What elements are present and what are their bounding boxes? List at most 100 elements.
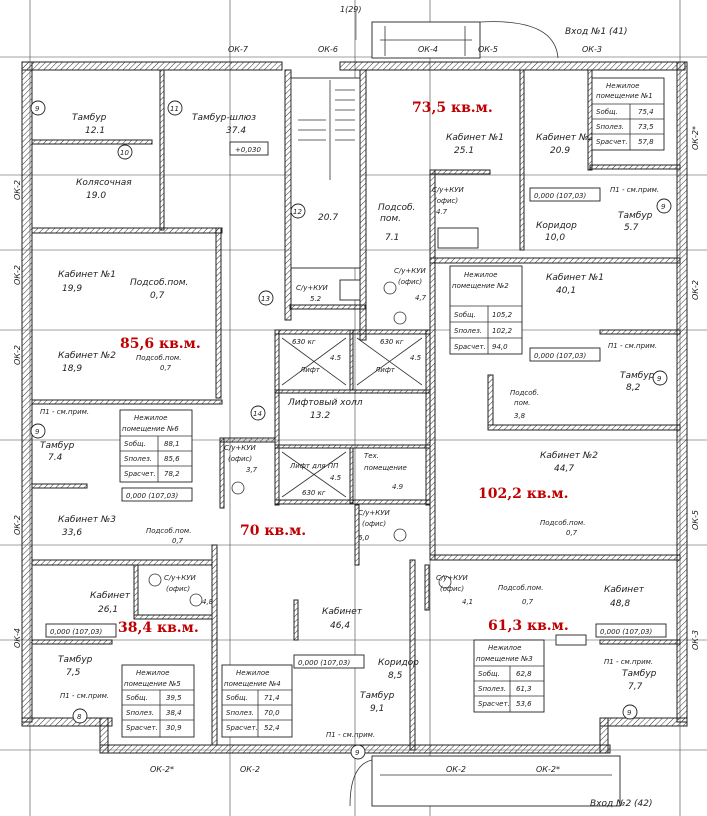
axis-label-right-ok2: ОК-2 <box>691 280 700 300</box>
premise-5-r2-v: 30,9 <box>166 724 182 732</box>
room-tambur-tr: Тамбур <box>618 211 653 221</box>
premise-4-title1: Нежилое <box>236 669 270 677</box>
room-kab1-right: Кабинет №1 <box>546 273 604 283</box>
room-podsob-right: Подсоб. <box>510 389 539 397</box>
room-kab2-left: Кабинет №2 <box>58 351 116 361</box>
room-podsob-br-area: 0,7 <box>522 598 534 606</box>
marker-13: 13 <box>261 295 270 303</box>
premise-1-r0-v: 75,4 <box>638 108 654 116</box>
premise-1-r2-v: 57,8 <box>638 138 654 146</box>
overlay-area-38-4: 38,4 кв.м. <box>118 620 199 636</box>
room-kab-br: Кабинет <box>604 585 645 595</box>
room-sukui-left-2: (офис) <box>228 455 252 463</box>
level-5: 0,000 (107,03) <box>298 659 350 667</box>
room-tambur-right-area: 8,2 <box>626 383 641 393</box>
premise-6-title2: помещение №6 <box>122 425 179 433</box>
entrance-bottom-label: Вход №2 (42) <box>590 799 653 809</box>
premise-4-r1-k: Sполез. <box>226 709 254 717</box>
premise-4-r0-v: 71,4 <box>264 694 280 702</box>
room-kab1-top: Кабинет №1 <box>446 133 504 143</box>
room-sukui-top-2: (офис) <box>434 197 458 205</box>
room-sukui-bl: С/у+КУИ <box>164 574 196 582</box>
room-podsob-left-area: 0,7 <box>150 291 165 301</box>
room-sukui-mid-area: 5.2 <box>310 295 322 303</box>
room-lift-hall-area: 13.2 <box>310 411 330 421</box>
premise-3-r0-v: 62,8 <box>516 670 532 678</box>
room-kab1-left: Кабинет №1 <box>58 270 116 280</box>
room-podsob-left2: Подсоб.пом. <box>136 354 181 362</box>
room-sukui-mid2-area: 4,7 <box>415 294 427 302</box>
premise-5-r2-k: Sрасчет. <box>126 724 158 732</box>
room-tech-area: 4.9 <box>392 483 404 491</box>
room-kab-bc: Кабинет <box>322 607 363 617</box>
premise-5-r0-v: 39,5 <box>166 694 182 702</box>
lift2-kg: 630 кг <box>380 338 404 346</box>
lift1-label: Лифт <box>299 366 321 374</box>
room-tambur-tl-area: 12.1 <box>85 126 105 136</box>
room-lift-pp: Лифт для ПП <box>289 462 339 470</box>
premise-6-r2-k: Sрасчет. <box>124 470 156 478</box>
room-tambur-br-area: 7,7 <box>628 682 643 692</box>
room-tambur-left: Тамбур <box>40 441 75 451</box>
axis-label-bottom-ok2: ОК-2 <box>240 765 260 774</box>
room-tech: Тех. <box>364 452 379 460</box>
premise-1-title2: помещение №1 <box>596 92 653 100</box>
room-sukui-mid: С/у+КУИ <box>296 284 328 292</box>
axis-label-left-ok2-b: ОК-2 <box>13 265 22 285</box>
room-tambur-tl: Тамбур <box>72 113 107 123</box>
axis-label-ok5: ОК-5 <box>478 45 498 54</box>
room-podsob-top: Подсоб. <box>378 203 415 213</box>
premise-1-title1: Нежилое <box>606 82 640 90</box>
room-sukui-top: С/у+КУИ <box>432 186 464 194</box>
axis-label-left-ok2-a: ОК-2 <box>13 180 22 200</box>
circle-markers: 9 11 10 12 13 14 9 9 9 8 9 9 <box>30 100 672 760</box>
level-4: 0,000 (107,03) <box>50 628 102 636</box>
room-sukui-mid2: С/у+КУИ <box>394 267 426 275</box>
lift1-area: 4.5 <box>330 354 342 362</box>
stair <box>290 77 361 269</box>
room-sukui-left-area: 3,7 <box>246 466 258 474</box>
premise-2-r2-v: 94,0 <box>492 343 508 351</box>
room-tambur-bl-area: 7,5 <box>66 668 81 678</box>
premise-6-title1: Нежилое <box>134 414 168 422</box>
room-p1-bl: П1 - см.прим. <box>60 692 109 700</box>
room-sukui-mid2-b: (офис) <box>398 278 422 286</box>
room-sukui-bl-area: 4,8 <box>202 598 214 606</box>
premise-3-title1: Нежилое <box>488 644 522 652</box>
lift1-kg: 630 кг <box>292 338 316 346</box>
room-koridor-top: Коридор <box>536 221 577 231</box>
premise-5-title1: Нежилое <box>136 669 170 677</box>
room-kab-bc-area: 46,4 <box>330 621 350 631</box>
marker-9-b: 9 <box>35 428 40 436</box>
room-podsob-left2-area: 0,7 <box>160 364 172 372</box>
axis-label-ok4: ОК-4 <box>418 45 438 54</box>
room-kab2-top: Кабинет №2 <box>536 133 594 143</box>
marker-9-d: 9 <box>657 375 662 383</box>
room-sukui-c: С/у+КУИ <box>358 509 390 517</box>
marker-9-a: 9 <box>35 105 40 113</box>
overlay-area-102-2: 102,2 кв.м. <box>478 486 568 502</box>
premise-4-title2: помещение №4 <box>224 680 281 688</box>
room-stair-area: 20.7 <box>318 213 338 223</box>
axis-label-ok3: ОК-3 <box>582 45 602 54</box>
marker-9-c: 9 <box>661 203 666 211</box>
room-kab3-left-area: 33,6 <box>62 528 82 538</box>
axis-label-bottom-ok2s-right: ОК-2* <box>536 765 560 774</box>
premise-5-title2: помещение №5 <box>124 680 181 688</box>
marker-14: 14 <box>253 410 262 418</box>
premise-6-r1-k: Sполез. <box>124 455 152 463</box>
premise-4-r2-v: 52,4 <box>264 724 280 732</box>
room-tambur-left-area: 7.4 <box>48 453 63 463</box>
lift2-area: 4.5 <box>410 354 422 362</box>
room-kab1-top-area: 25.1 <box>454 146 474 156</box>
room-tech-2: помещение <box>364 464 407 472</box>
axis-label-bottom-ok2s: ОК-2* <box>150 765 174 774</box>
room-sukui-br-area: 4,1 <box>462 598 473 606</box>
room-podsob-right3: Подсоб.пом. <box>540 519 585 527</box>
room-sukui-left: С/у+КУИ <box>224 444 256 452</box>
axis-label-bottom-ok2b: ОК-2 <box>446 765 466 774</box>
room-podsob-top-2: пом. <box>380 214 401 224</box>
room-tambur-bl: Тамбур <box>58 655 93 665</box>
room-kab1-left-area: 19,9 <box>62 284 82 294</box>
